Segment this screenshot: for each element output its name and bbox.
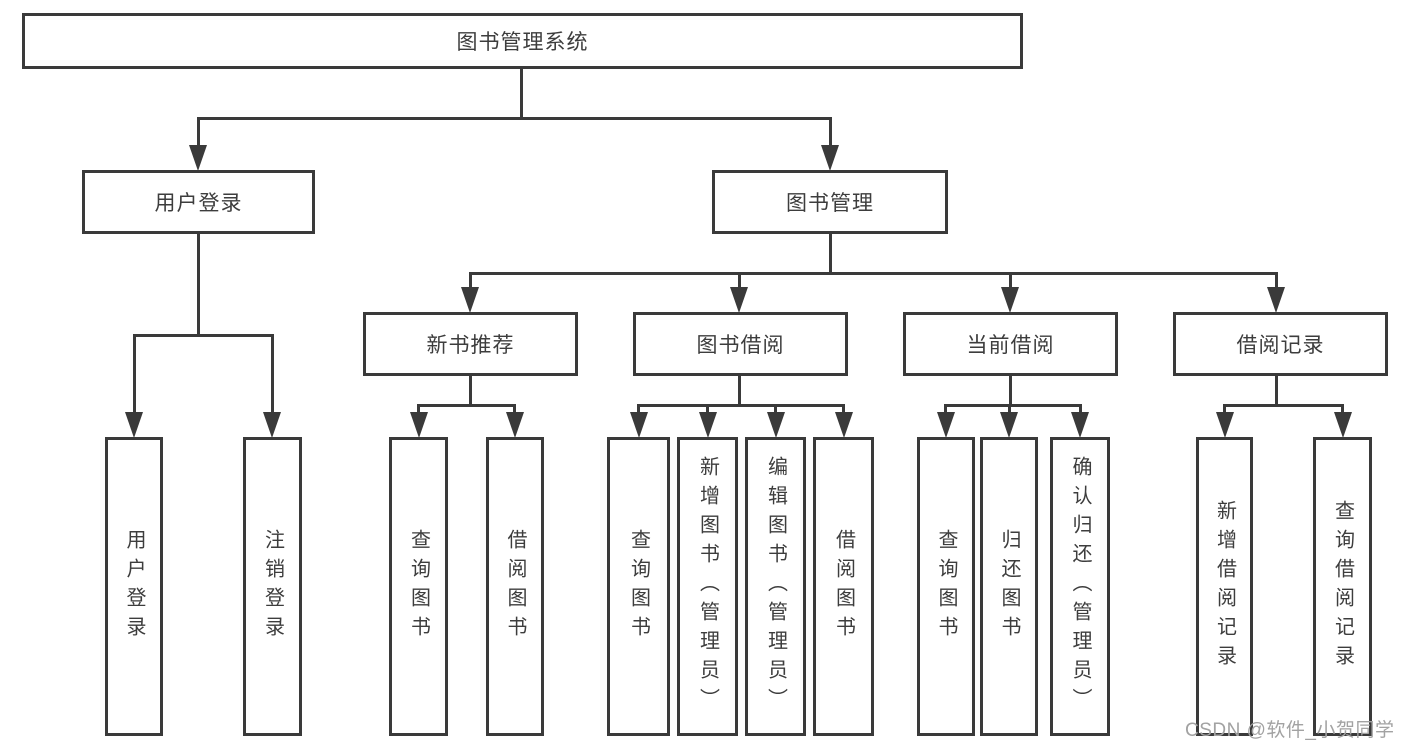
connector-arrowhead xyxy=(730,287,748,313)
connector-line xyxy=(637,404,640,416)
connector-arrowhead xyxy=(630,412,648,438)
connector-line xyxy=(417,404,420,416)
connector-line xyxy=(1079,404,1082,416)
node-label: 新增借阅记录 xyxy=(1213,499,1236,674)
connector-arrowhead xyxy=(821,145,839,171)
connector-arrowhead xyxy=(125,412,143,438)
connector-line xyxy=(738,272,741,292)
node-logout: 注销登录 xyxy=(243,437,302,736)
connector-line xyxy=(133,334,274,337)
node-user-login-group: 用户登录 xyxy=(82,170,315,234)
connector-line xyxy=(469,272,472,292)
connector-line xyxy=(944,404,947,416)
node-label: 查询图书 xyxy=(935,528,957,645)
node-label: 归还图书 xyxy=(998,528,1020,645)
node-library-system: 图书管理系统 xyxy=(22,13,1023,69)
node-borrow-books: 借阅图书 xyxy=(486,437,544,736)
connector-arrowhead xyxy=(1216,412,1234,438)
connector-arrowhead xyxy=(1000,412,1018,438)
node-label: 新增图书（管理员） xyxy=(696,456,719,717)
connector-line xyxy=(1275,375,1278,407)
node-book-borrowing: 图书借阅 xyxy=(633,312,848,376)
connector-arrowhead xyxy=(699,412,717,438)
connector-line xyxy=(842,404,845,416)
connector-line xyxy=(1009,375,1012,407)
node-query-books: 查询图书 xyxy=(917,437,975,736)
connector-arrowhead xyxy=(1001,287,1019,313)
node-label: 图书管理系统 xyxy=(456,31,589,54)
connector-line xyxy=(637,404,845,407)
connector-arrowhead xyxy=(461,287,479,313)
connector-line xyxy=(829,233,832,274)
node-label: 查询图书 xyxy=(627,528,650,645)
node-label: 图书管理 xyxy=(786,192,874,215)
connector-arrowhead xyxy=(937,412,955,438)
node-new-book-recommend: 新书推荐 xyxy=(363,312,578,376)
connector-arrowhead xyxy=(1334,412,1352,438)
connector-arrowhead xyxy=(835,412,853,438)
connector-line xyxy=(1341,404,1344,416)
node-label: 图书借阅 xyxy=(696,334,785,357)
node-label: 查询图书 xyxy=(407,528,430,645)
connector-line xyxy=(1223,404,1344,407)
node-return-books: 归还图书 xyxy=(980,437,1038,736)
connector-line xyxy=(1009,272,1012,292)
node-label: 查询借阅记录 xyxy=(1331,499,1354,674)
connector-line xyxy=(197,117,200,147)
connector-arrowhead xyxy=(189,145,207,171)
node-label: 借阅图书 xyxy=(504,528,526,645)
node-edit-book-admin: 编辑图书（管理员） xyxy=(745,437,806,736)
connector-line xyxy=(1223,404,1226,416)
node-query-books: 查询图书 xyxy=(389,437,448,736)
connector-line xyxy=(469,272,1278,275)
connector-arrowhead xyxy=(410,412,428,438)
connector-line xyxy=(706,404,709,416)
node-add-book-admin: 新增图书（管理员） xyxy=(677,437,738,736)
connector-line xyxy=(520,68,523,119)
connector-line xyxy=(133,334,136,414)
csdn-watermark: CSDN @软件_小贺同学 xyxy=(1185,720,1395,741)
connector-line xyxy=(271,334,274,414)
node-borrowing-records: 借阅记录 xyxy=(1173,312,1388,376)
node-label: 编辑图书（管理员） xyxy=(764,456,787,717)
connector-line xyxy=(197,233,200,336)
connector-arrowhead xyxy=(506,412,524,438)
node-confirm-return-admin: 确认归还（管理员） xyxy=(1050,437,1110,736)
connector-line xyxy=(774,404,777,416)
node-label: 用户登录 xyxy=(154,192,243,215)
connector-line xyxy=(944,404,1081,407)
node-label: 注销登录 xyxy=(261,528,284,645)
connector-arrowhead xyxy=(1071,412,1089,438)
connector-arrowhead xyxy=(767,412,785,438)
node-borrow-books: 借阅图书 xyxy=(813,437,874,736)
connector-line xyxy=(197,117,832,120)
node-query-borrow-record: 查询借阅记录 xyxy=(1313,437,1372,736)
connector-line xyxy=(469,375,472,407)
node-current-borrowing: 当前借阅 xyxy=(903,312,1118,376)
node-add-borrow-record: 新增借阅记录 xyxy=(1196,437,1253,736)
node-label: 用户登录 xyxy=(123,528,145,645)
node-label: 新书推荐 xyxy=(426,334,515,357)
node-query-books: 查询图书 xyxy=(607,437,670,736)
node-book-management: 图书管理 xyxy=(712,170,948,234)
node-user-login: 用户登录 xyxy=(105,437,163,736)
node-label: 借阅图书 xyxy=(832,528,855,645)
node-label: 借阅记录 xyxy=(1236,334,1325,357)
connector-line xyxy=(829,117,832,147)
connector-line xyxy=(417,404,516,407)
connector-line xyxy=(1275,272,1278,292)
connector-arrowhead xyxy=(1267,287,1285,313)
node-label: 当前借阅 xyxy=(966,334,1055,357)
connector-line xyxy=(513,404,516,416)
connector-arrowhead xyxy=(263,412,281,438)
connector-line xyxy=(738,375,741,407)
node-label: 确认归还（管理员） xyxy=(1069,456,1091,717)
connector-line xyxy=(1008,404,1011,416)
